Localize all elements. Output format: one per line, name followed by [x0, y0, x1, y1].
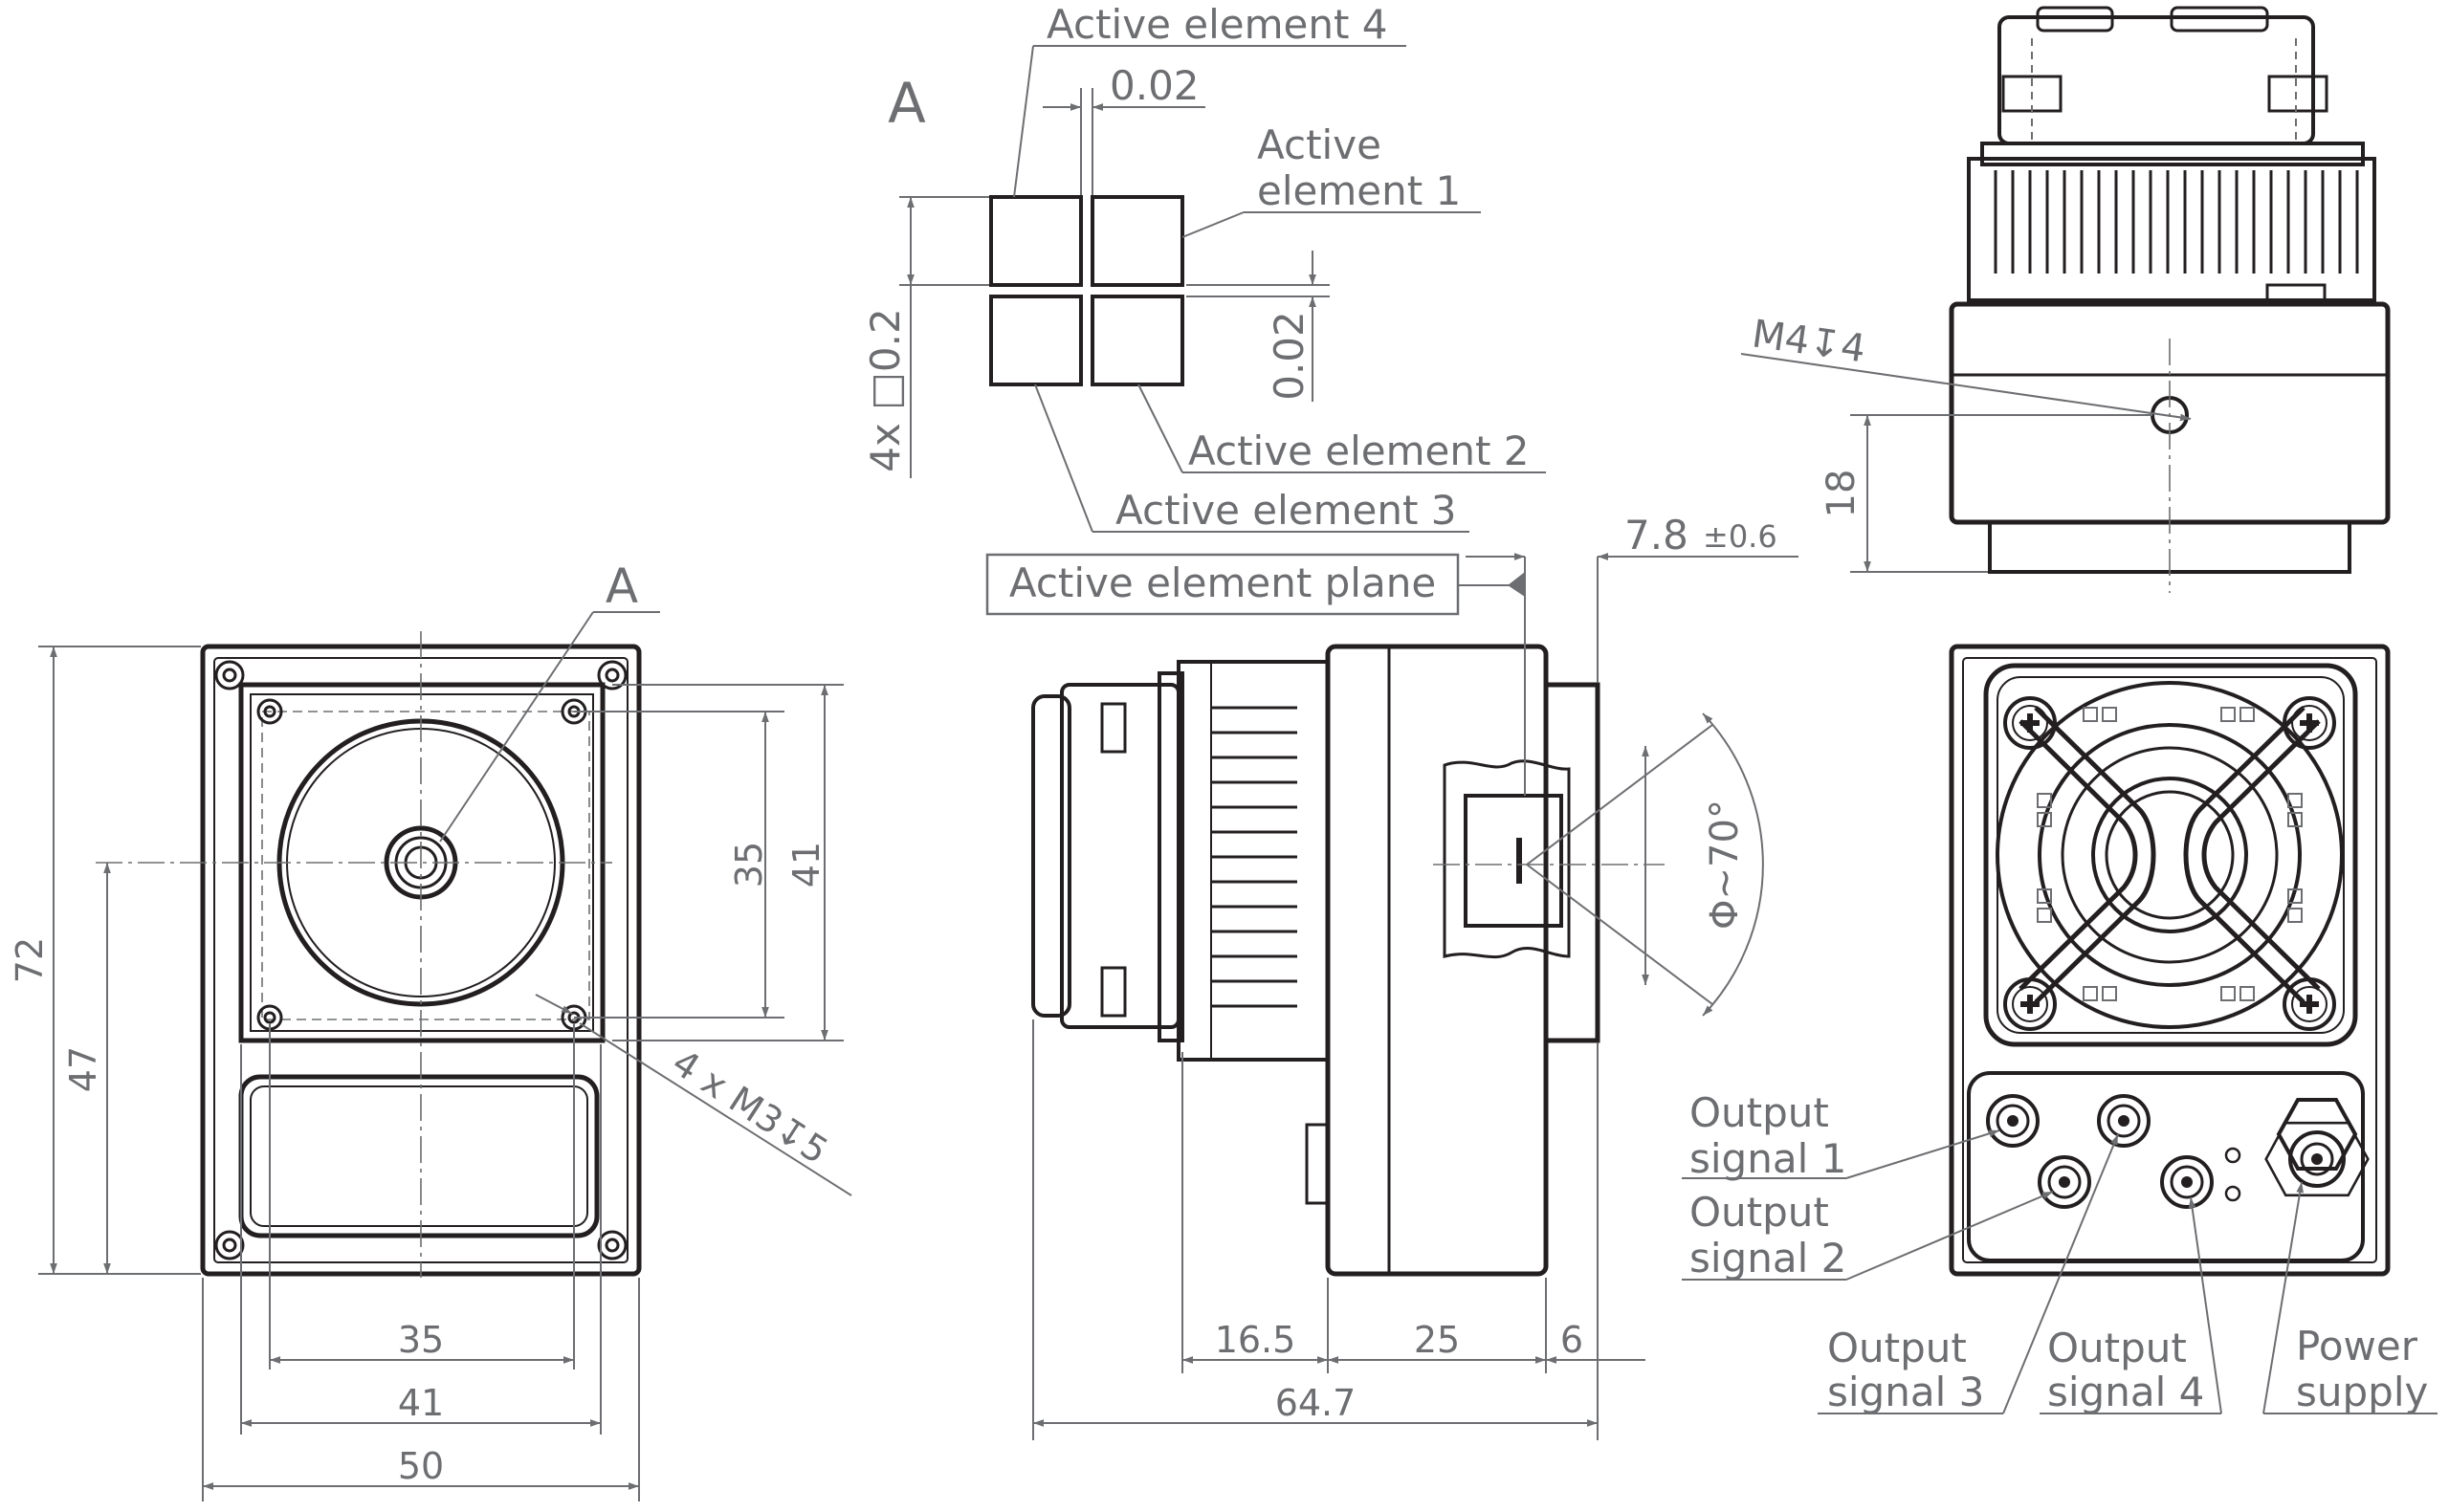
output-signal-2-label-line2: signal 2	[1689, 1235, 1846, 1282]
dim-35-vertical: 35	[728, 842, 770, 887]
power-supply-label-line2: supply	[2296, 1369, 2428, 1415]
detail-marker-a: A	[888, 71, 926, 136]
side-view: Active element plane 7.8 ±0.6 Φ~70° 16.5…	[985, 512, 1798, 1440]
active-element-3-label: Active element 3	[1115, 487, 1457, 534]
power-connector	[2264, 1098, 2370, 1197]
active-element-1-label-line1: Active	[1257, 121, 1381, 168]
output-signal-1-label-line1: Output	[1689, 1089, 1829, 1136]
power-supply-label-line1: Power	[2296, 1323, 2418, 1370]
thread-front-label: 4 x M3↧5	[665, 1041, 835, 1172]
plane-offset-label: 7.8	[1624, 512, 1688, 559]
gap-vertical-label: 0.02	[1266, 311, 1313, 401]
dim-35-horizontal: 35	[398, 1319, 444, 1361]
gap-horizontal-label: 0.02	[1110, 62, 1200, 109]
front-view: A 72 47 35 41 4 x M3↧5 35 41 50	[9, 559, 852, 1501]
dim-64-7: 64.7	[1275, 1382, 1357, 1424]
dim-18: 18	[1820, 470, 1864, 518]
plane-tolerance-label: ±0.6	[1703, 518, 1777, 555]
output-signal-2-label-line1: Output	[1689, 1189, 1829, 1236]
output-signal-4-label-line1: Output	[2047, 1325, 2187, 1371]
view-marker-a: A	[606, 559, 638, 614]
element-size-label: 4x □0.2	[862, 308, 909, 471]
output-signal-3-label-line1: Output	[1827, 1325, 1967, 1371]
dim-41-vertical: 41	[785, 842, 827, 887]
fan-screws	[2003, 696, 2336, 1031]
back-view: Output signal 1 Output signal 2 Output s…	[1682, 644, 2438, 1415]
dim-72: 72	[9, 937, 51, 983]
dim-41-horizontal: 41	[398, 1382, 444, 1424]
active-element-1-label-line2: element 1	[1257, 167, 1461, 214]
field-of-view-label: Φ~70°	[1703, 800, 1747, 930]
dim-50: 50	[398, 1445, 444, 1487]
output-connectors	[1986, 1094, 2241, 1209]
dim-6: 6	[1560, 1319, 1583, 1361]
top-view: M4↧4 18	[1740, 6, 2391, 593]
active-element-2-label: Active element 2	[1188, 427, 1530, 474]
dim-25: 25	[1414, 1319, 1460, 1361]
output-signal-3-label-line2: signal 3	[1827, 1369, 1984, 1415]
output-signal-4-label-line2: signal 4	[2047, 1369, 2204, 1415]
dim-16-5: 16.5	[1215, 1319, 1296, 1361]
dim-47: 47	[62, 1046, 104, 1092]
active-element-4-label: Active element 4	[1047, 1, 1388, 48]
active-element-plane-label: Active element plane	[1009, 559, 1436, 606]
thread-top-label: M4↧4	[1750, 312, 1868, 371]
output-signal-1-label-line2: signal 1	[1689, 1135, 1846, 1182]
detail-a: A Active element 4 0.02 Active element 1…	[862, 1, 1546, 534]
